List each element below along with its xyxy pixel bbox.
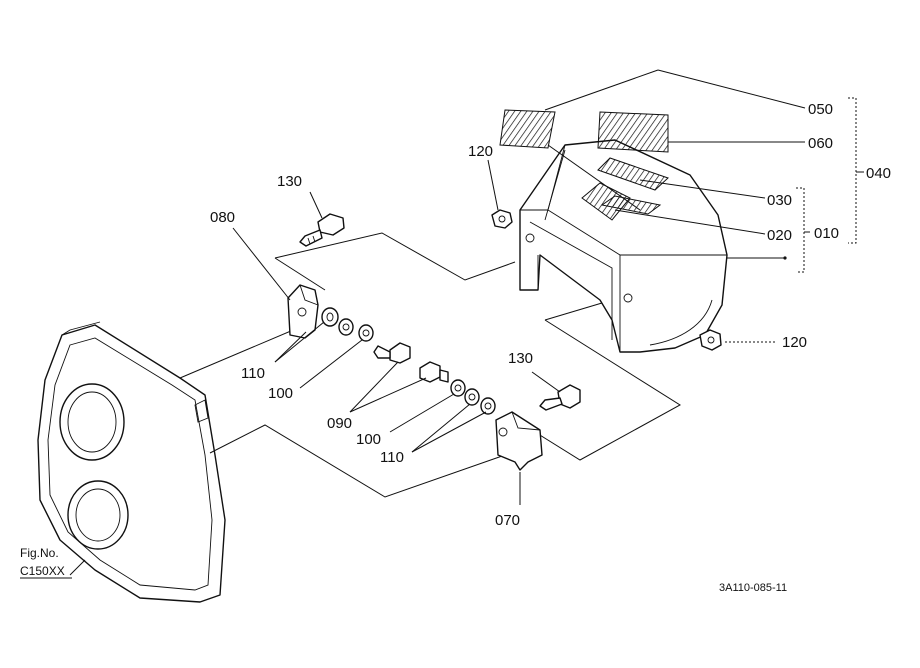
label-070: 070 [495,512,520,529]
figure-number: Fig.No. C150XX [20,546,72,579]
label-120-top: 120 [468,143,493,160]
washers-left [321,307,374,342]
gear-case-housing [37,321,226,603]
assembly-lines [179,232,681,498]
label-090: 090 [327,415,352,432]
group-brackets [796,97,864,273]
label-040: 040 [866,165,891,182]
label-110-right: 110 [380,449,404,466]
leader-lines [69,69,806,576]
fig-no-code: C150XX [20,564,65,578]
label-080: 080 [210,209,235,226]
loose-decal-labels [499,109,669,211]
label-030: 030 [767,192,792,209]
label-130-left: 130 [277,173,302,190]
nut-120-top [491,209,513,229]
label-060: 060 [808,135,833,152]
bolt-090-right [419,361,449,383]
bracket-070 [495,411,543,471]
drawing-code: 3A110-085-11 [719,582,787,594]
bracket-080 [287,284,319,339]
label-010: 010 [814,225,839,242]
label-120-right: 120 [782,334,807,351]
cover-assembly [519,139,728,353]
bolt-090-left [373,342,411,364]
label-050: 050 [808,101,833,118]
label-110-left: 110 [241,365,265,382]
label-020: 020 [767,227,792,244]
washers-right [450,379,496,415]
nut-120-right [699,329,722,351]
bolt-130-left [299,213,345,247]
bolt-130-right [539,384,581,411]
label-130-right: 130 [508,350,533,367]
label-100-left: 100 [268,385,293,402]
fig-no-label: Fig.No. [20,546,59,560]
label-100-right: 100 [356,431,381,448]
